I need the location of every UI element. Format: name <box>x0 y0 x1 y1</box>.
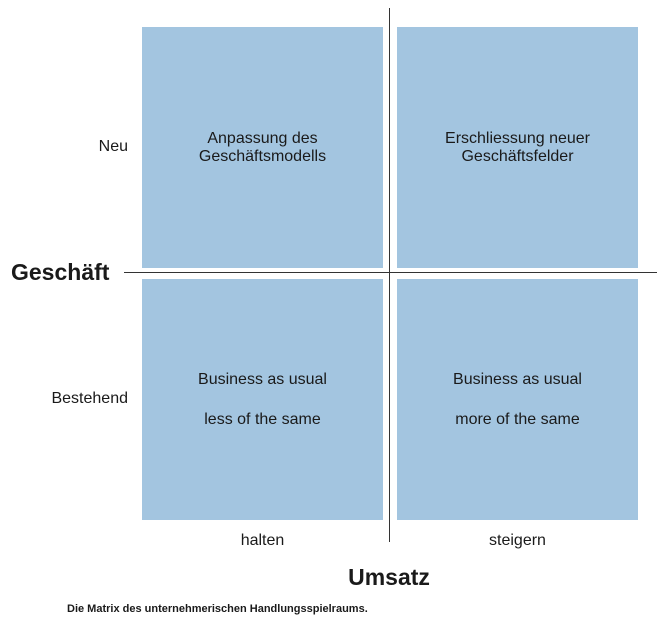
vertical-axis-line <box>389 8 390 542</box>
x-axis-title: Umsatz <box>348 564 430 590</box>
quadrant-bottom-left: Business as usual less of the same <box>142 279 383 520</box>
quadrant-text: less of the same <box>204 410 321 428</box>
y-axis-title: Geschäft <box>11 259 110 285</box>
quadrant-text: Business as usual <box>453 370 582 388</box>
quadrant-text: Geschäftsfelder <box>461 147 574 165</box>
quadrant-text: more of the same <box>455 410 580 428</box>
quadrant-bottom-right: Business as usual more of the same <box>397 279 638 520</box>
row-label-top: Neu <box>98 138 128 155</box>
row-label-bottom: Bestehend <box>51 390 128 407</box>
quadrant-text: Erschliessung neuer <box>445 129 590 147</box>
col-label-right: steigern <box>489 532 546 549</box>
horizontal-axis-line <box>124 272 657 273</box>
col-label-left: halten <box>240 532 285 549</box>
quadrant-text: Business as usual <box>198 370 327 388</box>
quadrant-text: Geschäftsmodells <box>198 147 327 165</box>
quadrant-top-right: Erschliessung neuer Geschäftsfelder <box>397 27 638 268</box>
quadrant-text: Anpassung des <box>207 129 318 147</box>
quadrant-top-left: Anpassung des Geschäftsmodells <box>142 27 383 268</box>
caption: Die Matrix des unternehmerischen Handlun… <box>67 603 368 615</box>
